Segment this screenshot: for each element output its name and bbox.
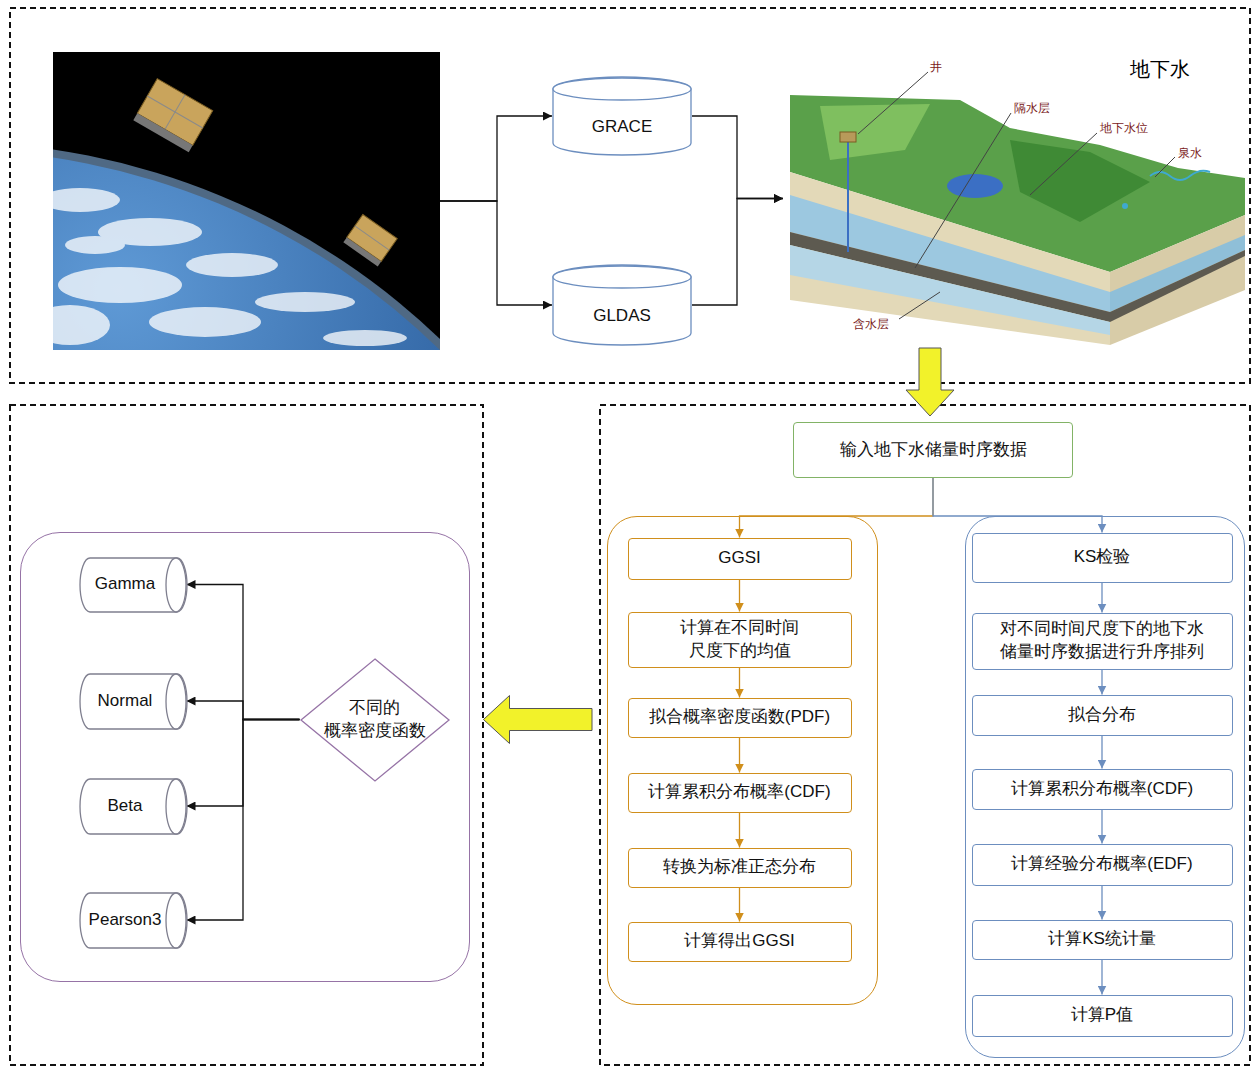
flow-arrow	[440, 116, 552, 201]
node-text: 不同的 概率密度函数	[319, 697, 431, 741]
flow-arrow	[1101, 736, 1102, 769]
node-text: 输入地下水储量时序数据	[840, 439, 1027, 462]
leader-line	[1030, 133, 1097, 195]
leader-line	[915, 113, 1011, 268]
process-box: KS检验	[972, 533, 1233, 583]
flow-arrow	[739, 580, 740, 612]
database-cylinder: GLDAS	[552, 265, 692, 345]
node-text: 计算经验分布概率(EDF)	[1011, 853, 1192, 876]
flow-arrow	[1101, 810, 1102, 844]
process-box: 计算KS统计量	[972, 920, 1233, 960]
node-text: 转换为标准正态分布	[663, 856, 816, 879]
flow-arrow	[187, 701, 300, 720]
block-arrow	[484, 696, 593, 744]
node-text: Pearson3	[89, 909, 162, 931]
distribution-group: 不同的 概率密度函数 GammaNormalBetaPearson3	[20, 532, 470, 982]
node-text: GRACE	[592, 116, 652, 138]
flow-arrow	[933, 478, 1102, 533]
node-text: 计算在不同时间 尺度下的均值	[637, 617, 843, 663]
satellite-image	[53, 52, 440, 350]
process-box: 计算在不同时间 尺度下的均值	[628, 612, 852, 668]
dashed-panel	[10, 405, 483, 1065]
distribution-cylinder: Beta	[80, 778, 187, 835]
node-text: 对不同时间尺度下的地下水 储量时序数据进行升序排列	[981, 618, 1224, 664]
cylinder-outline	[552, 77, 692, 155]
process-box: 计算得出GGSI	[628, 922, 852, 962]
flow-arrow	[739, 813, 740, 848]
process-box: 计算累积分布概率(CDF)	[972, 769, 1233, 810]
flow-arrow	[739, 738, 740, 773]
process-group: KS检验对不同时间尺度下的地下水 储量时序数据进行升序排列拟合分布计算累积分布概…	[965, 516, 1245, 1058]
node-text: 计算P值	[1071, 1004, 1133, 1027]
flow-arrow	[1101, 670, 1102, 695]
flow-arrow	[692, 116, 783, 199]
node-text: 计算累积分布概率(CDF)	[648, 781, 830, 804]
block-arrow	[906, 348, 954, 416]
node-text: 地下水	[1130, 56, 1190, 83]
flow-arrow	[440, 201, 552, 305]
flow-arrow	[739, 888, 740, 922]
node-text: 计算KS统计量	[1048, 928, 1156, 951]
node-text: Normal	[98, 690, 153, 712]
node-text: Beta	[108, 795, 143, 817]
flow-arrow	[187, 720, 300, 921]
flow-arrow	[740, 478, 934, 538]
leader-line	[858, 72, 928, 134]
groundwater-picture	[790, 72, 1245, 345]
distribution-cylinder: Normal	[80, 673, 187, 730]
node-text: GLDAS	[593, 305, 651, 327]
process-box: 对不同时间尺度下的地下水 储量时序数据进行升序排列	[972, 613, 1233, 670]
part-label: 隔水层	[1014, 101, 1050, 115]
process-box: 计算累积分布概率(CDF)	[628, 773, 852, 813]
part-label: 地下水位	[1100, 121, 1148, 135]
process-box: GGSI	[628, 538, 852, 580]
groundwater-illustration: 地下水	[783, 52, 1250, 345]
flow-arrow	[187, 585, 300, 720]
flow-arrow	[1101, 960, 1102, 995]
node-text: KS检验	[1074, 546, 1131, 569]
process-box: 计算经验分布概率(EDF)	[972, 844, 1233, 886]
process-box: 拟合分布	[972, 695, 1233, 736]
part-label: 含水层	[853, 317, 889, 331]
diamond-outline	[300, 658, 450, 782]
process-box: 转换为标准正态分布	[628, 848, 852, 888]
part-label: 井	[930, 60, 942, 74]
cylinder-outline	[552, 265, 692, 345]
flow-arrow	[1101, 886, 1102, 920]
decision-diamond: 不同的 概率密度函数	[300, 658, 450, 782]
flow-arrow	[1101, 583, 1102, 613]
input-box: 输入地下水储量时序数据	[793, 422, 1073, 478]
leader-line	[1155, 157, 1175, 177]
node-text: 计算得出GGSI	[684, 930, 795, 953]
node-text: 计算累积分布概率(CDF)	[1011, 778, 1193, 801]
node-text: Gamma	[95, 573, 155, 595]
flow-arrow	[692, 199, 783, 306]
distribution-cylinder: Pearson3	[80, 892, 187, 949]
satellite-picture	[0, 52, 658, 1072]
node-text: 拟合分布	[1068, 704, 1136, 727]
process-box: 拟合概率密度函数(PDF)	[628, 698, 852, 738]
distribution-cylinder: Gamma	[80, 557, 187, 613]
part-label: 泉水	[1178, 146, 1202, 160]
flow-arrow	[739, 668, 740, 698]
process-group: GGSI 计算在不同时间 尺度下的均值拟合概率密度函数(PDF) 计算累积分布概率(…	[607, 516, 878, 1005]
database-cylinder: GRACE	[552, 77, 692, 155]
node-text: GGSI	[718, 547, 761, 570]
leader-line	[899, 292, 940, 319]
node-text: 拟合概率密度函数(PDF)	[649, 706, 830, 729]
process-box: 计算P值	[972, 995, 1233, 1037]
dashed-panel	[600, 405, 1250, 1065]
